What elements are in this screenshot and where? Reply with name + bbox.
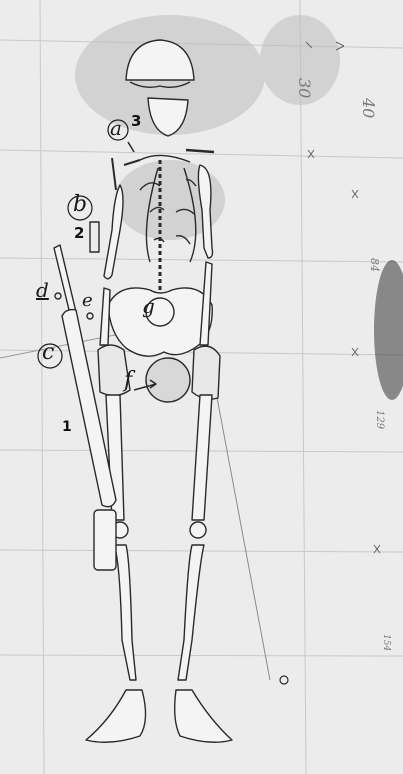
right-foot bbox=[175, 690, 232, 742]
object-f bbox=[146, 358, 190, 402]
label-d: d bbox=[36, 280, 49, 300]
label-e: e bbox=[82, 292, 93, 310]
number-3: 3 bbox=[131, 114, 141, 129]
margin-note-129: 129 bbox=[374, 410, 384, 429]
label-c: c bbox=[42, 342, 54, 364]
margin-ticks bbox=[306, 42, 380, 553]
object-c-shaft bbox=[54, 245, 76, 314]
object-c-handle bbox=[94, 510, 116, 570]
margin-note-30: 30 bbox=[296, 78, 312, 98]
left-humerus bbox=[104, 185, 123, 279]
object-b bbox=[90, 222, 99, 252]
right-femur bbox=[192, 395, 212, 520]
label-g: g bbox=[142, 296, 155, 316]
number-2: 2 bbox=[74, 226, 84, 241]
margin-note-154: 154 bbox=[381, 634, 390, 651]
left-tibia bbox=[114, 545, 136, 680]
right-tibia bbox=[178, 545, 204, 680]
margin-note-84: 84 bbox=[369, 258, 380, 272]
skeleton bbox=[54, 40, 288, 742]
right-hand bbox=[192, 346, 220, 399]
number-1: 1 bbox=[62, 420, 72, 434]
label-f: f bbox=[124, 370, 132, 392]
left-foot bbox=[86, 690, 146, 742]
label-a: a bbox=[110, 118, 122, 138]
label-b: b bbox=[73, 194, 87, 216]
margin-note-40: 40 bbox=[360, 98, 376, 118]
